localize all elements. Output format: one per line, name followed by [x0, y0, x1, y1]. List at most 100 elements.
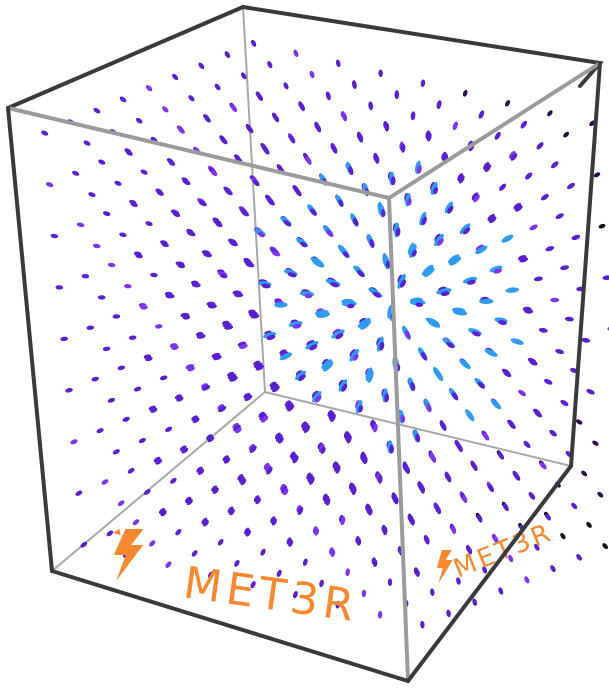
- vector-marker: [293, 49, 299, 57]
- vector-marker: [459, 358, 471, 370]
- cube-back-edges: [51, 6, 572, 572]
- vector-marker: [355, 399, 363, 414]
- vector-marker: [50, 233, 59, 239]
- vector-marker: [571, 234, 581, 241]
- vector-marker: [529, 360, 538, 366]
- vector-marker: [230, 104, 238, 112]
- vector-marker: [489, 265, 503, 273]
- vector-marker: [283, 220, 292, 227]
- vector-marker: [360, 320, 372, 330]
- vector-marker: [394, 496, 399, 505]
- vector-marker: [229, 240, 238, 247]
- vector-marker: [462, 89, 468, 97]
- vector-marker: [567, 182, 575, 190]
- vector-marker: [135, 117, 143, 124]
- vector-marker: [270, 383, 279, 390]
- vector-marker: [60, 336, 68, 342]
- vector-marker: [382, 526, 388, 536]
- vector-marker: [186, 498, 193, 506]
- vector-marker: [514, 205, 523, 212]
- vector-marker: [182, 315, 191, 320]
- vector-marker: [138, 437, 146, 444]
- vector-marker: [175, 529, 182, 536]
- vector-marker: [244, 394, 253, 402]
- vector-marker: [345, 568, 350, 576]
- cube-edge-front-middle: [387, 196, 410, 683]
- vector-marker: [368, 508, 373, 516]
- vector-marker: [182, 179, 191, 186]
- vector-marker: [528, 492, 536, 500]
- vector-marker: [592, 440, 599, 446]
- vector-marker: [338, 379, 348, 392]
- vector-marker: [312, 391, 322, 403]
- vector-marker: [483, 162, 490, 170]
- vector-marker: [326, 229, 334, 237]
- vector-marker: [276, 569, 282, 578]
- vector-marker: [509, 151, 516, 159]
- vector-marker: [93, 107, 101, 114]
- vector-marker: [130, 202, 138, 208]
- vector-marker: [423, 267, 435, 278]
- vector-marker: [550, 297, 560, 303]
- vector-marker: [420, 620, 425, 629]
- vector-marker: [462, 276, 478, 284]
- vector-marker: [545, 513, 551, 521]
- vector-marker: [405, 466, 411, 475]
- vector-marker: [272, 385, 280, 393]
- vector-marker: [304, 293, 313, 299]
- vector-marker: [250, 39, 257, 47]
- vector-marker: [576, 553, 582, 561]
- vector-marker: [477, 381, 485, 389]
- vector-marker: [97, 295, 106, 300]
- vector-marker: [98, 159, 106, 165]
- vector-marker: [303, 425, 311, 434]
- vector-marker: [312, 259, 325, 268]
- vector-marker: [322, 361, 334, 372]
- vector-marker: [430, 181, 438, 195]
- vector-marker: [332, 145, 338, 154]
- vector-marker: [340, 516, 346, 526]
- vector-marker: [452, 121, 458, 131]
- vector-marker: [249, 445, 257, 453]
- vector-marker: [250, 313, 260, 319]
- vector-marker: [204, 116, 211, 123]
- vector-marker: [112, 449, 120, 455]
- vector-marker: [196, 334, 206, 339]
- vector-marker: [330, 413, 336, 423]
- floor-logo: MET3R: [112, 529, 362, 632]
- vector-marker: [524, 308, 534, 314]
- vector-marker: [281, 485, 288, 494]
- vector-marker: [305, 156, 312, 165]
- vector-marker: [465, 409, 475, 422]
- vector-marker: [295, 189, 302, 197]
- vector-marker: [446, 473, 452, 483]
- vector-marker: [508, 421, 516, 429]
- vector-marker: [234, 559, 240, 567]
- vector-marker: [421, 216, 427, 226]
- vector-marker: [198, 200, 207, 207]
- vector-marker: [165, 293, 175, 299]
- vector-marker: [472, 331, 481, 337]
- vector-marker: [187, 366, 195, 372]
- vector-marker: [218, 406, 227, 413]
- vector-marker: [119, 96, 127, 103]
- vector-marker: [356, 538, 362, 546]
- vector-marker: [502, 503, 509, 512]
- vector-marker: [399, 279, 407, 288]
- vector-marker: [220, 137, 228, 145]
- vector-marker: [549, 429, 557, 437]
- vector-marker: [372, 291, 382, 298]
- vector-marker: [150, 407, 158, 413]
- vector-marker: [72, 170, 80, 176]
- cube-edge-bottom-right: [406, 464, 573, 683]
- vector-marker: [305, 341, 319, 350]
- vector-marker: [576, 419, 583, 425]
- vector-marker: [171, 345, 179, 350]
- vector-marker: [288, 539, 294, 547]
- vector-marker: [101, 479, 109, 485]
- cube-edge-bottom-front: [50, 569, 410, 683]
- vector-marker: [262, 146, 270, 155]
- vector-marker: [597, 491, 604, 498]
- vector-marker: [178, 127, 185, 134]
- vector-marker: [430, 588, 435, 596]
